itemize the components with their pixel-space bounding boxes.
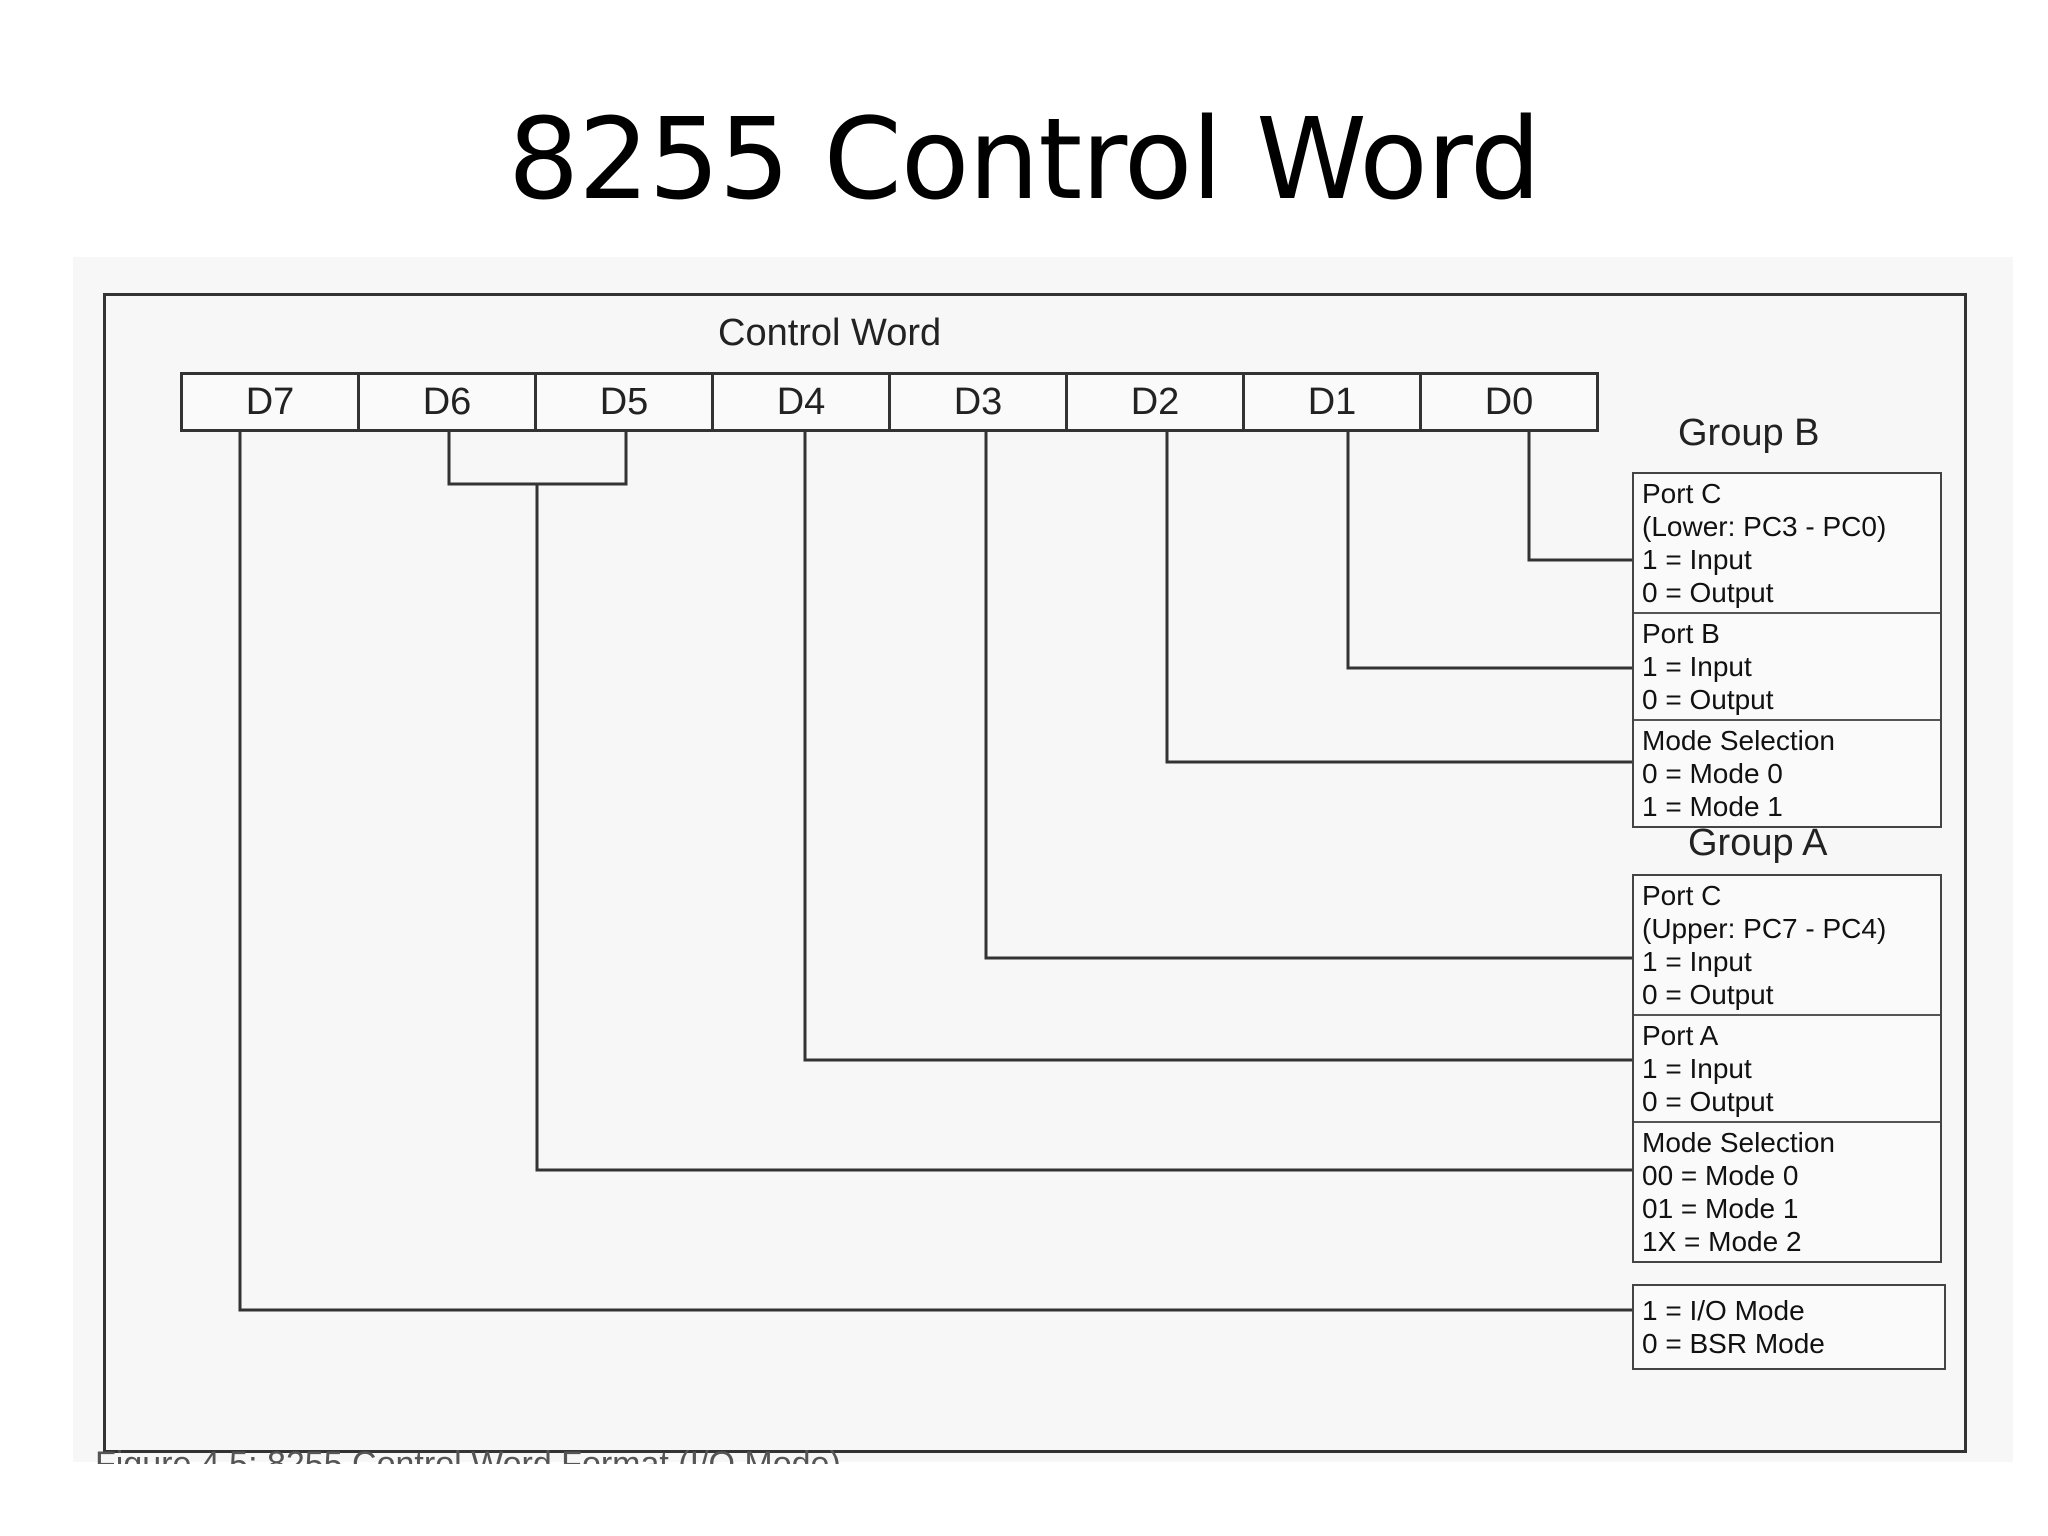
port-c-lower-cell: Port C (Lower: PC3 - PC0) 1 = Input 0 = … [1634, 474, 1940, 614]
group-a-box: Port C (Upper: PC7 - PC4) 1 = Input 0 = … [1632, 874, 1942, 1263]
port-c-lower-label: Port C [1642, 478, 1722, 509]
bit-d3: D3 [888, 372, 1068, 432]
port-b-input: 1 = Input [1642, 651, 1752, 682]
port-a-label: Port A [1642, 1020, 1719, 1051]
group-b-mode-1: 1 = Mode 1 [1642, 791, 1783, 822]
port-a-cell: Port A 1 = Input 0 = Output [1634, 1016, 1940, 1123]
port-c-upper-range: (Upper: PC7 - PC4) [1642, 913, 1887, 944]
connector-d7 [238, 432, 1632, 1312]
control-word-bits: D7 D6 D5 D4 D3 D2 D1 D0 [180, 372, 1599, 432]
group-a-mode-2: 1X = Mode 2 [1642, 1226, 1802, 1257]
io-mode-box: 1 = I/O Mode 0 = BSR Mode [1632, 1284, 1946, 1370]
connector-d0 [1527, 432, 1632, 562]
port-c-upper-output: 0 = Output [1642, 979, 1774, 1010]
port-c-upper-label: Port C [1642, 880, 1722, 911]
connector-d2 [1165, 432, 1632, 764]
port-c-lower-range: (Lower: PC3 - PC0) [1642, 511, 1887, 542]
figure-caption: Figure 4.5: 8255 Control Word Format (I/… [95, 1445, 841, 1464]
port-b-label: Port B [1642, 618, 1720, 649]
group-b-mode-cell: Mode Selection 0 = Mode 0 1 = Mode 1 [1634, 721, 1940, 826]
port-a-input: 1 = Input [1642, 1053, 1752, 1084]
connector-d3 [984, 432, 1632, 960]
bsr-mode-0: 0 = BSR Mode [1642, 1328, 1825, 1359]
connector-d4 [803, 432, 1632, 1062]
port-b-cell: Port B 1 = Input 0 = Output [1634, 614, 1940, 721]
bit-d1: D1 [1242, 372, 1422, 432]
io-mode-1: 1 = I/O Mode [1642, 1295, 1805, 1326]
bit-d5: D5 [534, 372, 714, 432]
group-b-box: Port C (Lower: PC3 - PC0) 1 = Input 0 = … [1632, 472, 1942, 828]
port-c-lower-input: 1 = Input [1642, 544, 1752, 575]
group-a-title: Group A [1688, 822, 1828, 864]
group-b-mode-0: 0 = Mode 0 [1642, 758, 1783, 789]
group-b-title: Group B [1678, 412, 1820, 454]
port-c-lower-output: 0 = Output [1642, 577, 1774, 608]
connector-d1 [1346, 432, 1632, 670]
slide-title: 8255 Control Word [508, 95, 1541, 225]
port-c-upper-cell: Port C (Upper: PC7 - PC4) 1 = Input 0 = … [1634, 876, 1940, 1016]
io-mode-cell: 1 = I/O Mode 0 = BSR Mode [1634, 1286, 1944, 1368]
bit-d6: D6 [357, 372, 537, 432]
group-a-mode-1: 01 = Mode 1 [1642, 1193, 1799, 1224]
control-word-heading: Control Word [718, 312, 942, 354]
group-a-mode-label: Mode Selection [1642, 1127, 1836, 1158]
connector-d6-d5 [447, 432, 628, 486]
port-b-output: 0 = Output [1642, 684, 1774, 715]
bit-d4: D4 [711, 372, 891, 432]
group-b-mode-label: Mode Selection [1642, 725, 1836, 756]
group-a-mode-cell: Mode Selection 00 = Mode 0 01 = Mode 1 1… [1634, 1123, 1940, 1261]
connector-d6-d5-stem [535, 484, 1632, 1172]
figure-frame [103, 293, 1967, 1453]
bit-d0: D0 [1419, 372, 1599, 432]
port-a-output: 0 = Output [1642, 1086, 1774, 1117]
port-c-upper-input: 1 = Input [1642, 946, 1752, 977]
group-a-mode-0: 00 = Mode 0 [1642, 1160, 1799, 1191]
